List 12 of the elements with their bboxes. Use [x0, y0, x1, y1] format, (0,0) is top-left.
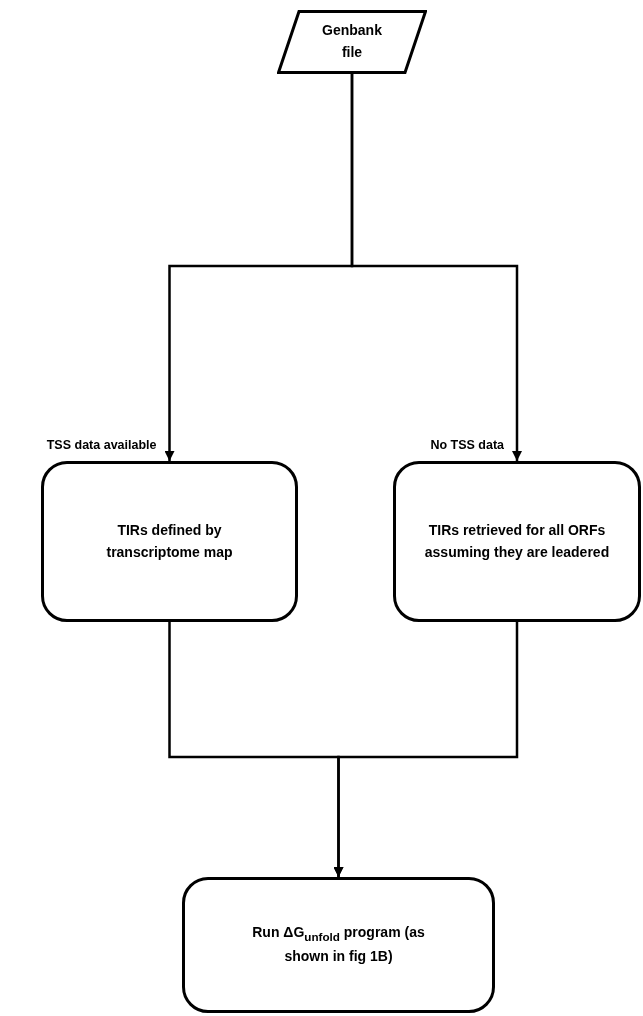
edge-label: No TSS data [429, 438, 505, 452]
process-box [41, 461, 298, 622]
node-text: TIRs defined by transcriptome map [105, 520, 234, 562]
node-text: TIRs retrieved for all ORFs assuming they are leadered [423, 520, 611, 562]
process-box [393, 461, 641, 622]
arrow [350, 74, 522, 461]
input-parallelogram [277, 10, 427, 74]
node-text: Genbank file [321, 21, 383, 62]
node-text: Run ΔG$_{unfold}$ program (as shown in fig 1B) [251, 923, 426, 967]
process-box [182, 877, 495, 1013]
edge-label: TSS data available [45, 438, 158, 452]
arrow [333, 622, 519, 877]
